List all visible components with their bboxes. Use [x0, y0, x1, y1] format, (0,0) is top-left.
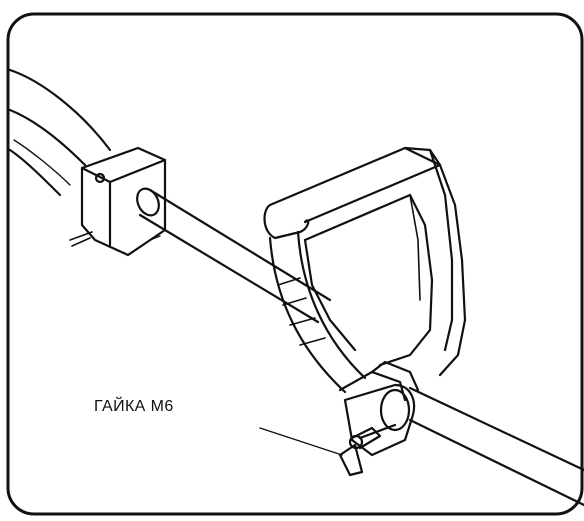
upper-housing: [8, 68, 112, 197]
wing-nut-icon: [338, 426, 382, 477]
d-handle-icon: [263, 146, 467, 402]
callout-leader-line: [259, 427, 343, 456]
upper-clamp: [69, 146, 167, 257]
lower-clamp: [343, 383, 416, 457]
figure-border: [6, 12, 584, 516]
wing-nut-callout-label: ГАЙКА М6: [94, 398, 174, 415]
